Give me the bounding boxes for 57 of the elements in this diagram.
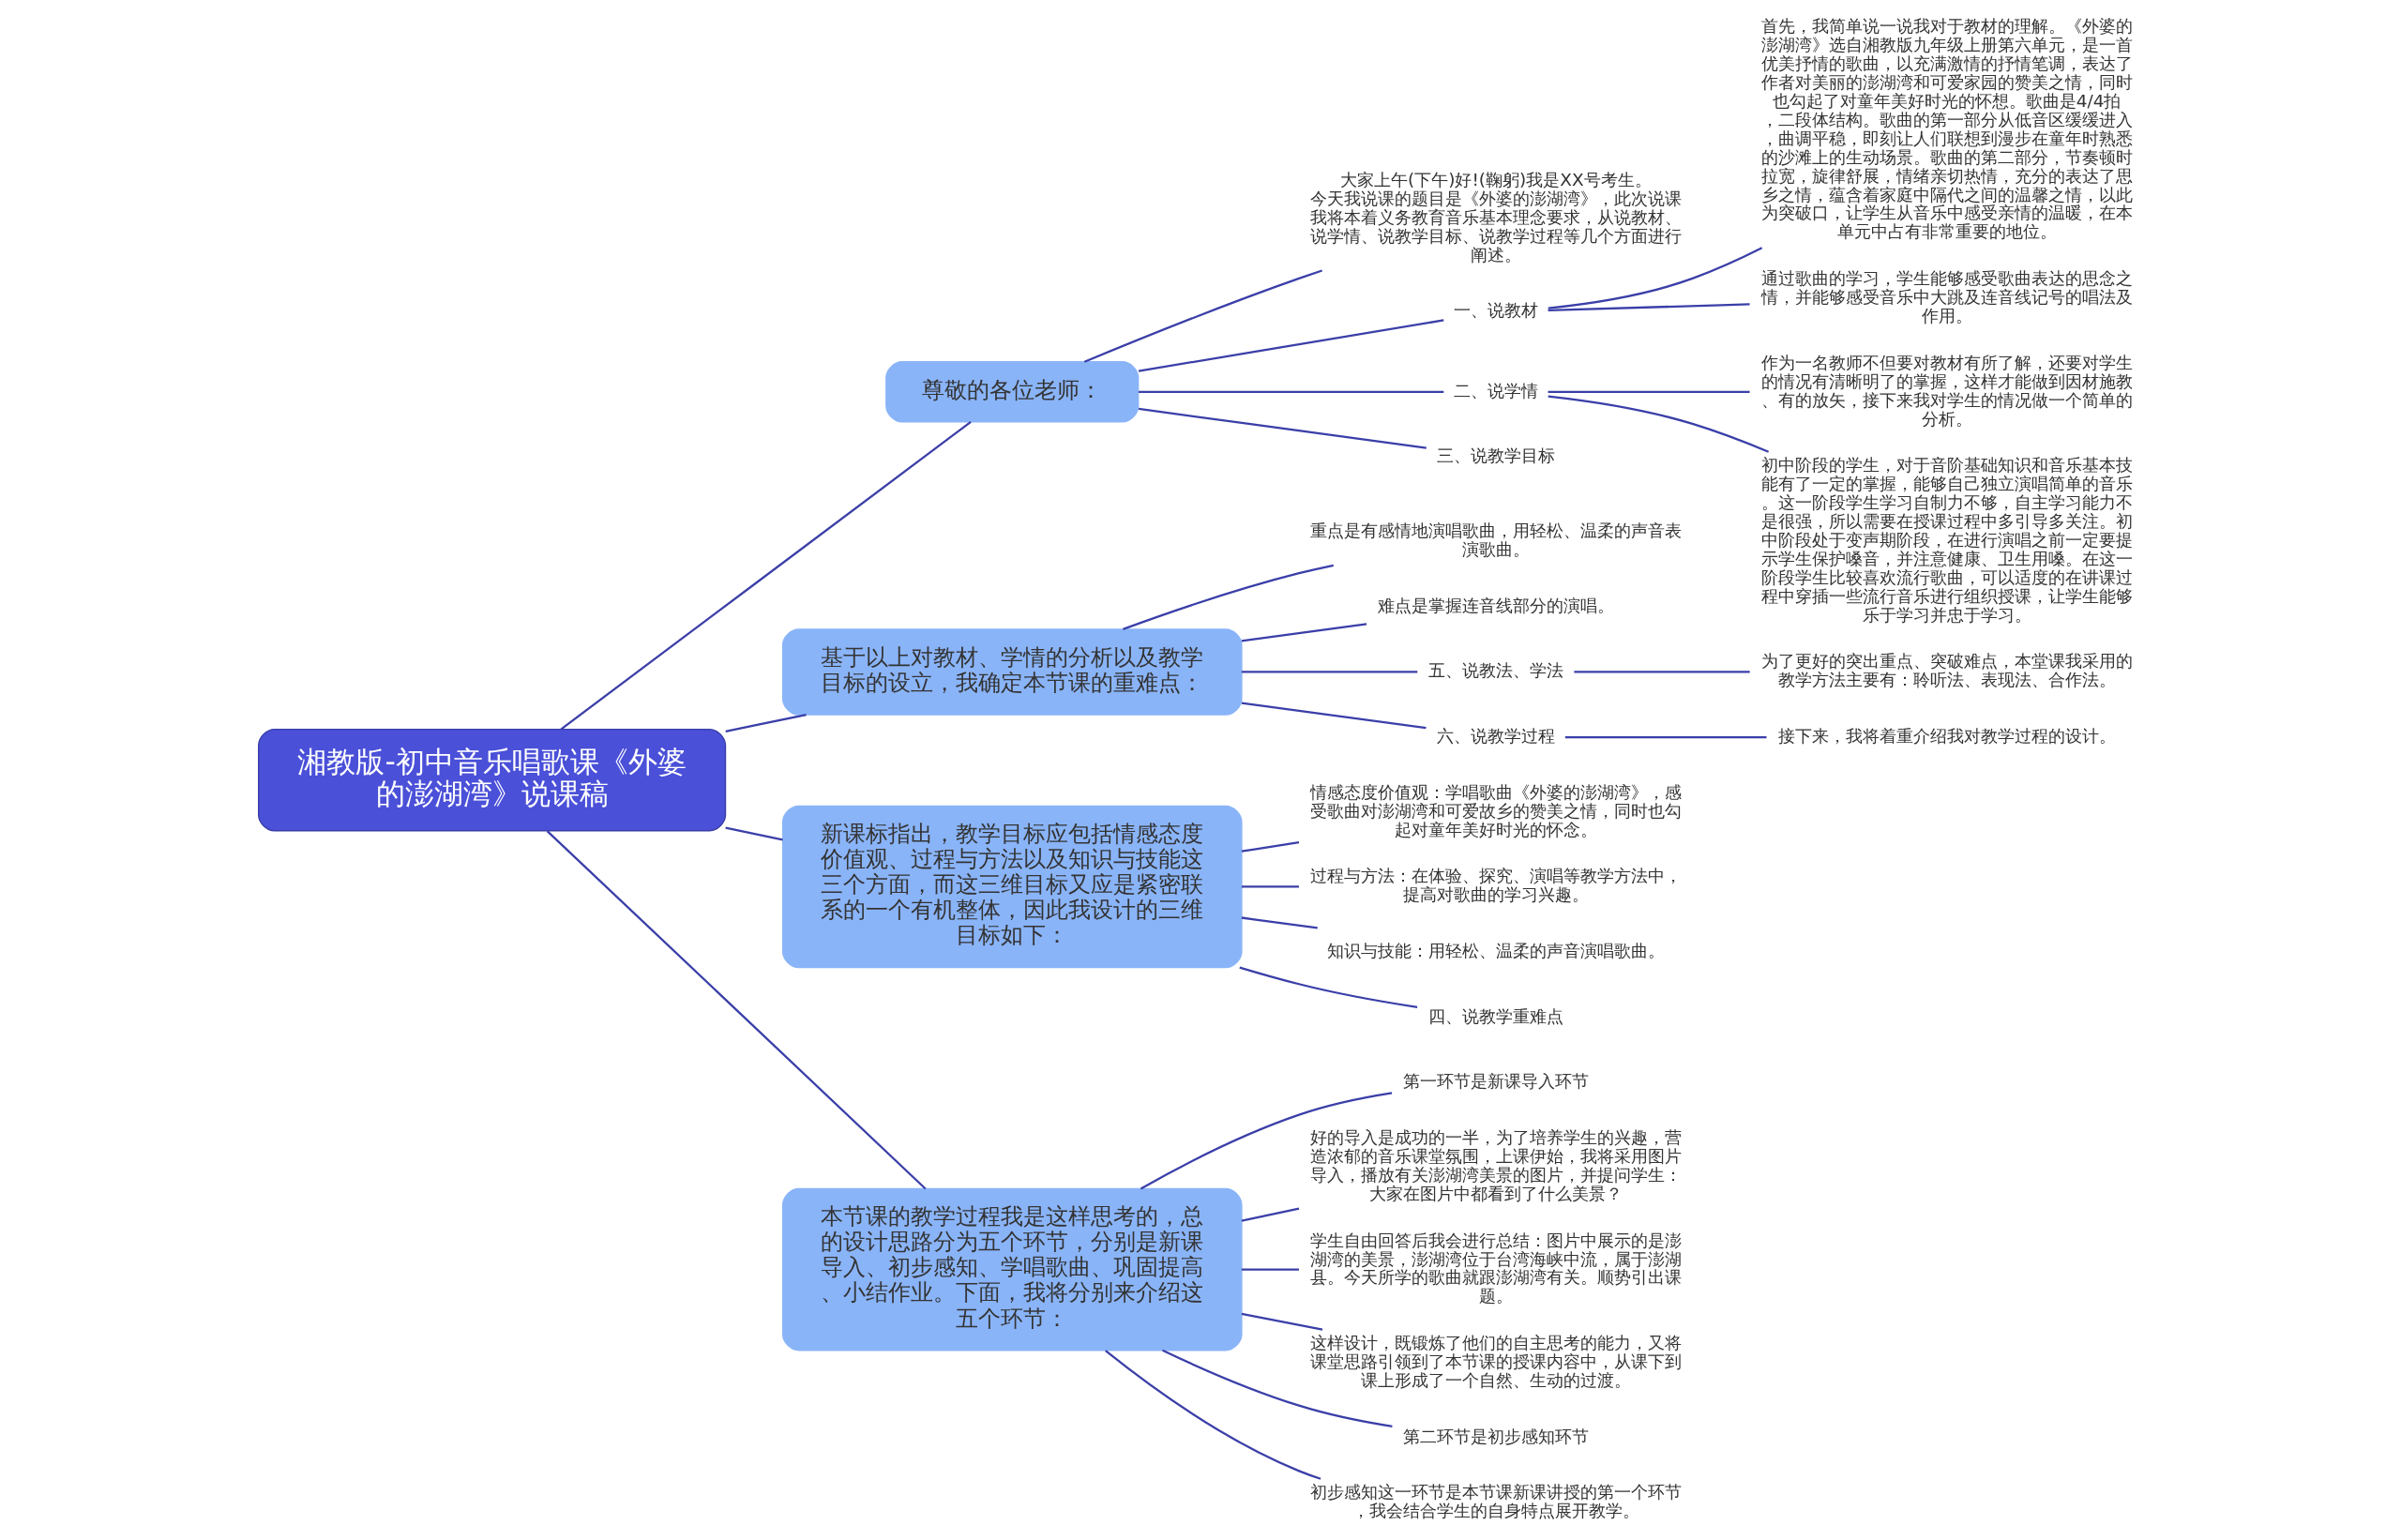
connector	[1138, 319, 1443, 372]
node-text: 为了更好的突出重点、突破难点，本堂课我采用的教学方法主要有：聆听法、表现法、合作法。	[1760, 651, 2133, 690]
node-text: 作为一名教师不但要对教材有所了解，还要对学生的情况有清晰明了的掌握，这样才能做到因材施教、有的放矢，接下来我对学生的情况做一个简单的分析。	[1760, 352, 2133, 429]
node-box: 新课标指出，教学目标应包括情感态度价值观、过程与方法以及知识与技能这三个方面，而这三维目标又应是紧密联系的一个有机整体，因此我设计的三维目标如下：	[781, 805, 1243, 969]
connector	[1104, 1350, 1321, 1480]
node-text: 大家上午(下午)好!(鞠躬)我是XX号考生。今天我说课的题目是《外婆的澎湖湾》，此次说课我将本着义务教育音乐基本理念要求，从说教材、说学情、说教学目标、说教学过程等几个方面进行阐述。	[1309, 169, 1682, 264]
connector	[1241, 623, 1367, 642]
connector	[559, 420, 972, 731]
node-text: 初步感知这一环节是本节课新课讲授的第一个环节，我会结合学生的自身特点展开教学。	[1309, 1482, 1682, 1521]
node-text: 第二环节是初步感知环节	[1402, 1426, 1589, 1446]
node-text: 重点是有感情地演唱歌曲，用轻松、温柔的声音表演歌曲。	[1309, 520, 1682, 559]
node-text: 接下来，我将着重介绍我对教学过程的设计。	[1777, 725, 2116, 746]
connector	[1548, 247, 1762, 310]
connector	[1564, 736, 1766, 739]
node-box: 尊敬的各位老师：	[884, 361, 1139, 423]
node-text: 三、说教学目标	[1436, 445, 1555, 466]
connector	[1122, 564, 1334, 630]
node-text: 好的导入是成功的一半，为了培养学生的兴趣，营造浓郁的音乐课堂氛围，上课伊始，我将采用图片导入，播放有关澎湖湾美景的图片，并提问学生：大家在图片中都看到了什么美景？	[1309, 1127, 1682, 1203]
connector	[1241, 1312, 1322, 1331]
node-box: 湘教版-初中音乐唱歌课《外婆的澎湖湾》说课稿	[257, 728, 726, 832]
connector	[1548, 390, 1750, 393]
node-text: 通过歌曲的学习，学生能够感受歌曲表达的思念之情，并能够感受音乐中大跳及连音线记号的唱法及作用。	[1760, 268, 2133, 325]
node-text: 一、说教材	[1453, 300, 1538, 321]
connector	[1138, 390, 1443, 393]
connector	[1138, 407, 1427, 449]
node-text: 第一环节是新课导入环节	[1402, 1071, 1589, 1092]
node-box: 基于以上对教材、学情的分析以及教学目标的设立，我确定本节课的重难点：	[781, 628, 1243, 716]
node-text: 这样设计，既锻炼了他们的自主思考的能力，又将课堂思路引领到了本节课的授课内容中，从课下到课上形成了一个自然、生动的过渡。	[1309, 1333, 1682, 1390]
connector	[1548, 303, 1750, 311]
connector	[1573, 671, 1750, 673]
node-text: 首先，我简单说一说我对于教材的理解。《外婆的澎湖湾》选自湘教版九年级上册第六单元，是一首优美抒情的歌曲，以充满激情的抒情笔调，表达了作者对美丽的澎湖湾和可爱家园的赞美之情，同时也勾起了对童年美好时光的怀想。歌曲是4/4拍，二段体结构。歌曲的第一部分从低音区缓缓进入，曲调平稳，即刻让人们联想到漫步在童年时熟悉的沙滩上的生动场景。歌曲的第二部分，节奏顿时拉宽，旋律舒展，情绪亲切热情，充分的表达了思乡之情，蕴含着家庭中隔代之间的温馨之情，以此为突破口，让学生从音乐中感受亲情的温暖，在本单元中占有非常重要的地位。	[1760, 16, 2133, 242]
connector	[1241, 1268, 1299, 1271]
node-text: 二、说学情	[1453, 380, 1538, 400]
connector	[1241, 841, 1299, 853]
node-text: 知识与技能：用轻松、温柔的声音演唱歌曲。	[1326, 940, 1665, 960]
connector	[546, 830, 927, 1190]
connector	[1140, 1092, 1392, 1190]
connector	[1241, 1207, 1299, 1222]
connector	[724, 713, 807, 733]
node-text: 六、说教学过程	[1436, 725, 1555, 746]
connector	[1241, 671, 1417, 673]
node-text: 情感态度价值观：学唱歌曲《外婆的澎湖湾》，感受歌曲对澎湖湾和可爱故乡的赞美之情，同时也勾起对童年美好时光的怀念。	[1309, 781, 1682, 839]
connector	[1241, 916, 1318, 929]
connector	[1241, 885, 1299, 888]
node-box: 本节课的教学过程我是这样思考的，总的设计思路分为五个环节，分别是新课导入、初步感知、学唱歌曲、巩固提高、小结作业。下面，我将分别来介绍这五个环节：	[781, 1187, 1243, 1351]
node-text: 难点是掌握连音线部分的演唱。	[1377, 595, 1614, 615]
connector	[1238, 966, 1417, 1008]
node-text: 过程与方法：在体验、探究、演唱等教学方法中，提高对歌曲的学习兴趣。	[1309, 866, 1682, 905]
node-text: 初中阶段的学生，对于音阶基础知识和音乐基本技能有了一定的掌握，能够自己独立演唱简单的音乐。这一阶段学生学习自制力不够，自主学习能力不是很强，所以需要在授课过程中多引导多关注。初中阶段处于变声期阶段，在进行演唱之前一定要提示学生保护嗓音，并注意健康、卫生用嗓。在这一阶段学生比较喜欢流行歌曲，可以适度的在讲课过程中穿插一些流行音乐进行组织授课，让学生能够乐于学习并忠于学习。	[1760, 455, 2133, 625]
connector	[1083, 269, 1322, 363]
connector	[724, 826, 783, 841]
node-text: 四、说教学重难点	[1427, 1005, 1563, 1026]
connector	[1241, 702, 1427, 730]
connector	[1161, 1349, 1393, 1428]
node-text: 五、说教法、学法	[1427, 660, 1563, 681]
connector	[1548, 395, 1769, 453]
node-text: 学生自由回答后我会进行总结：图片中展示的是澎湖湾的美景，澎湖湾位于台湾海峡中流，属于澎湖县。今天所学的歌曲就跟澎湖湾有关。顺势引出课题。	[1309, 1230, 1682, 1306]
